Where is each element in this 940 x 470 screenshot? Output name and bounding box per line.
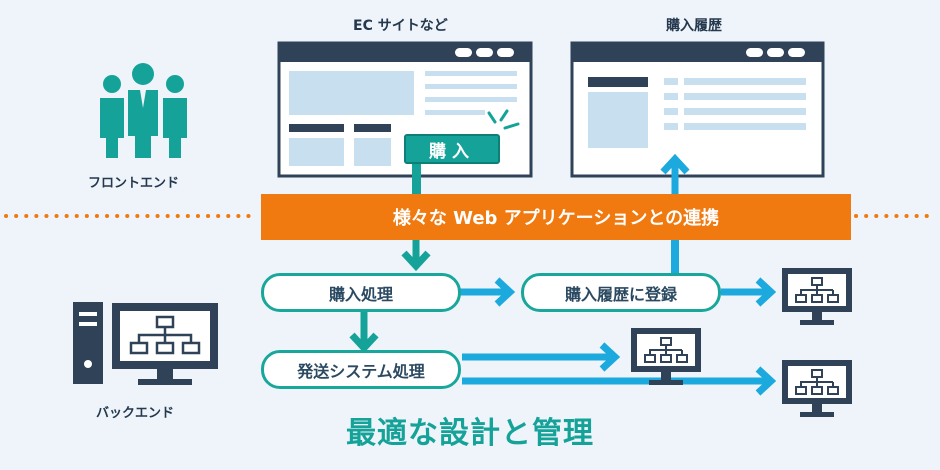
- buy-button[interactable]: 購入: [404, 134, 500, 164]
- history-window: [570, 41, 825, 178]
- ec-site-title: EC サイトなど: [353, 18, 448, 34]
- window-control-dots: [455, 48, 514, 57]
- connector-register-to-banner: [671, 240, 679, 273]
- headline: 最適な設計と管理: [346, 416, 594, 451]
- pc-server-icon: [73, 302, 218, 385]
- click-sparkle-icon: [487, 109, 520, 130]
- web-app-integration-banner: 様々な Web アプリケーションとの連携: [261, 194, 851, 240]
- arrow-register-to-monitor: [721, 277, 777, 307]
- monitor-network-icon-mid: [631, 328, 701, 385]
- shipping-system-node: 発送システム処理: [261, 350, 461, 389]
- people-group-icon: [100, 63, 187, 158]
- backend-label: バックエンド: [96, 406, 175, 421]
- purchase-process-node: 購入処理: [261, 273, 461, 312]
- purchase-history-title: 購入履歴: [666, 18, 722, 34]
- frontend-label: フロントエンド: [88, 176, 180, 191]
- arrow-banner-to-process: [401, 240, 431, 272]
- arrow-process-to-register: [460, 277, 516, 307]
- register-history-node: 購入履歴に登録: [521, 273, 721, 312]
- arrow-up-to-history: [660, 153, 690, 194]
- monitor-network-icon-low: [782, 360, 852, 417]
- arrow-buy-to-banner: [412, 164, 421, 194]
- arrow-process-to-shipping: [349, 311, 379, 354]
- arrow-shipping-to-monitor-mid: [462, 342, 621, 372]
- arrow-shipping-to-monitor-low: [462, 366, 777, 396]
- monitor-network-icon-top: [782, 268, 852, 325]
